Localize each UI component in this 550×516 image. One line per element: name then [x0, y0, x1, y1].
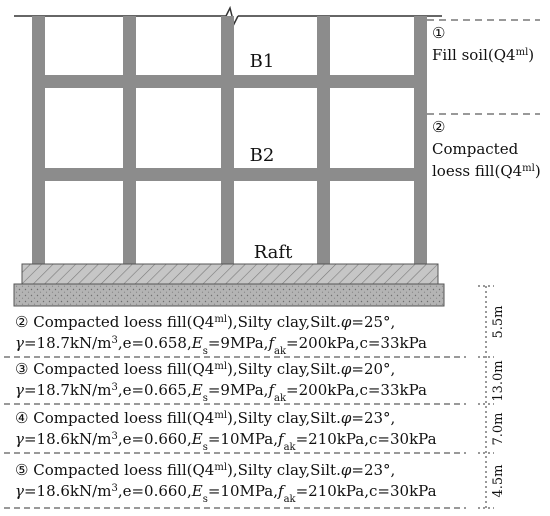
column: [32, 16, 45, 264]
thickness-layer-3: 13.0m: [491, 360, 506, 401]
thickness-layer-4: 7.0m: [491, 412, 506, 445]
layer-description-line2: γ=18.7kN/m3,e=0.665,Es=9MPa,fak=200kPa,c…: [15, 381, 427, 404]
legend-1-number: ①: [432, 24, 445, 42]
column: [317, 16, 330, 264]
layer-boundaries: [4, 356, 466, 509]
legend-1-name: Fill soil(Q4ml): [432, 46, 534, 64]
thickness-layer-5: 4.5m: [491, 464, 506, 497]
floor-label-b2: B2: [250, 145, 275, 166]
column: [123, 16, 136, 264]
floor-label-b1: B1: [250, 51, 275, 72]
column: [221, 16, 234, 264]
beam: [32, 75, 427, 88]
cushion-layer: [13, 283, 445, 307]
building-frame: [32, 16, 427, 264]
layer-description-line1: ⑤ Compacted loess fill(Q4ml),Silty clay,…: [15, 461, 395, 479]
layer-description-line2: γ=18.7kN/m3,e=0.658,Es=9MPa,fak=200kPa,c…: [15, 334, 427, 357]
layer-description-line1: ② Compacted loess fill(Q4ml),Silty clay,…: [15, 313, 395, 331]
legend-2-number: ②: [432, 118, 445, 136]
column: [414, 16, 427, 264]
raft-slab: [21, 263, 439, 285]
legend-2-name-line2: loess fill(Q4ml): [432, 162, 541, 180]
thickness-layer-2: 5.5m: [491, 305, 506, 338]
layer-description-line2: γ=18.6kN/m3,e=0.660,Es=10MPa,fak=210kPa,…: [15, 430, 437, 453]
thickness-dimension: [478, 285, 494, 510]
floor-label-raft: Raft: [254, 242, 293, 263]
layer-description-line1: ④ Compacted loess fill(Q4ml),Silty clay,…: [15, 409, 395, 427]
legend-2-name-line1: Compacted: [432, 140, 519, 158]
beam: [32, 168, 427, 181]
layer-description-line2: γ=18.6kN/m3,e=0.660,Es=10MPa,fak=210kPa,…: [15, 482, 437, 505]
layer-description-line1: ③ Compacted loess fill(Q4ml),Silty clay,…: [15, 360, 395, 378]
soil-layer-descriptions: ② Compacted loess fill(Q4ml),Silty clay,…: [15, 313, 437, 505]
